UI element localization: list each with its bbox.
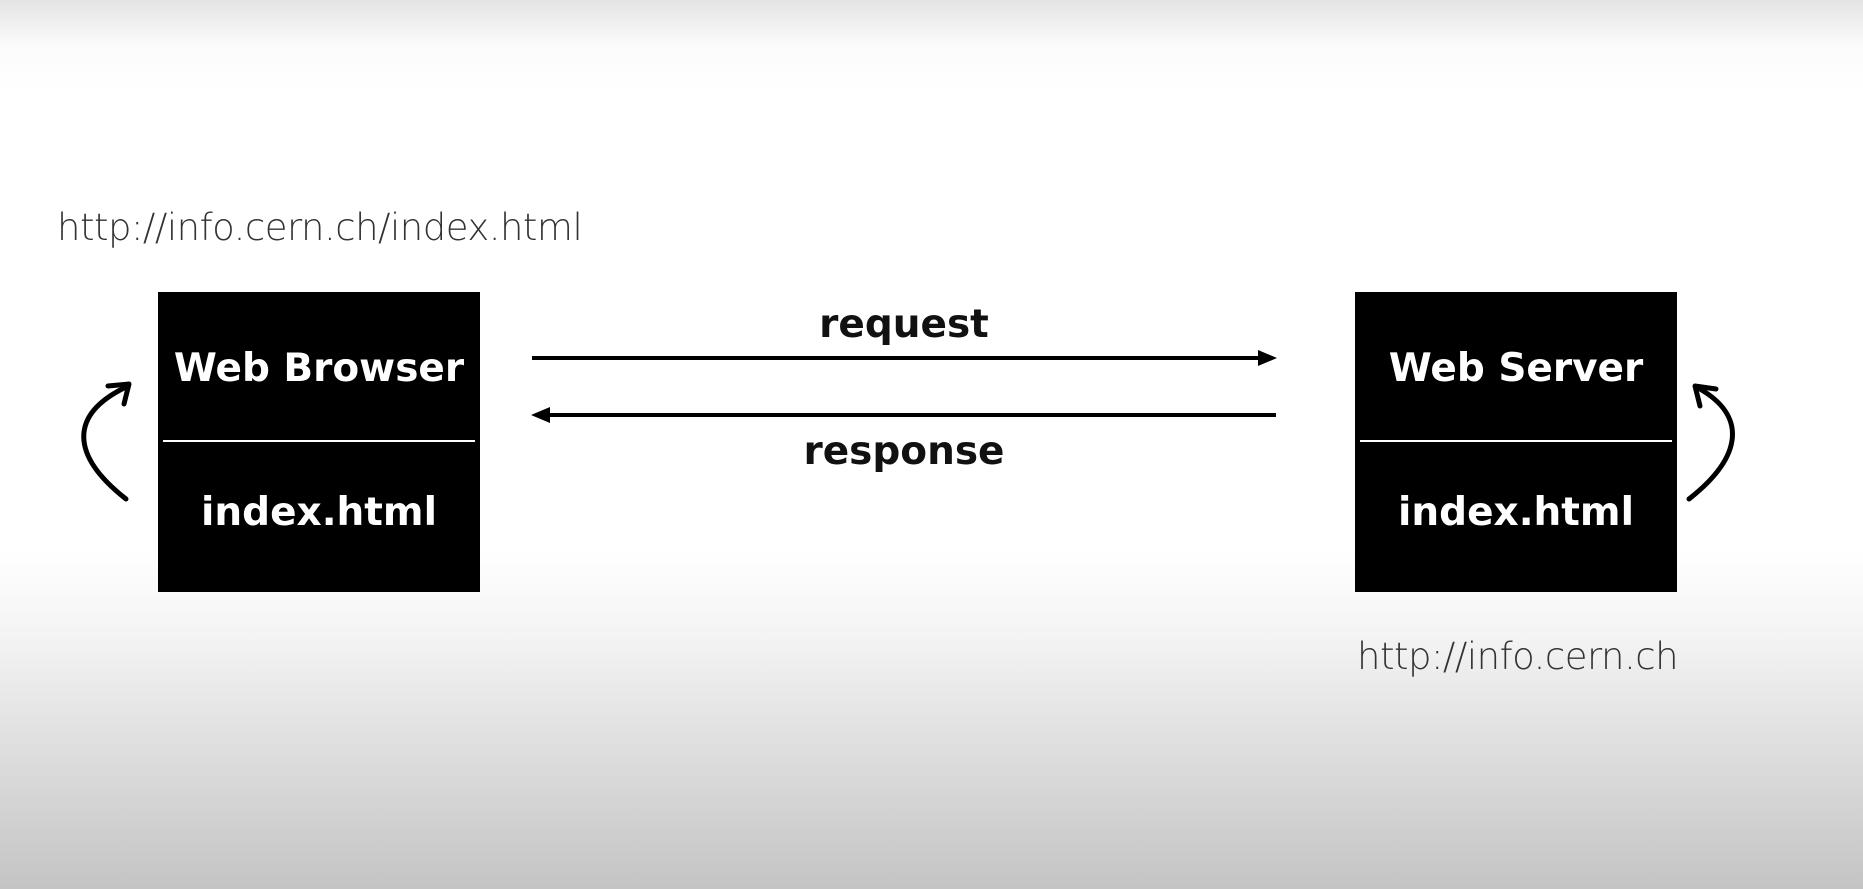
browser-reload-arrow-icon: [81, 381, 132, 502]
web-server-divider: [1360, 440, 1672, 442]
response-label: response: [803, 429, 1005, 474]
client-url: http://info.cern.ch/index.html: [57, 206, 583, 249]
request-arrow: [532, 350, 1277, 366]
response-arrow: [531, 407, 1276, 423]
request-label: request: [819, 302, 989, 347]
web-server-file: index.html: [1398, 490, 1634, 535]
web-server-title: Web Server: [1388, 346, 1644, 391]
web-browser-box: Web Browser index.html: [158, 292, 480, 592]
server-reload-arrow-icon: [1686, 383, 1735, 502]
server-url: http://info.cern.ch: [1357, 635, 1679, 678]
web-server-box: Web Server index.html: [1355, 292, 1677, 592]
web-browser-title: Web Browser: [173, 346, 465, 391]
web-browser-divider: [163, 440, 475, 442]
web-browser-file: index.html: [201, 490, 437, 535]
